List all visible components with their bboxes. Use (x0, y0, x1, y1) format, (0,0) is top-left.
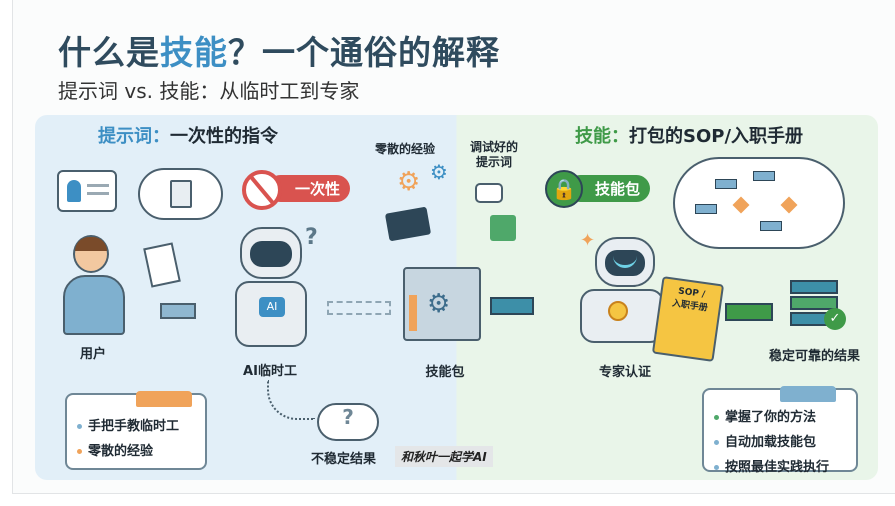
note-text: 掌握了你的方法 (725, 410, 817, 425)
lock-icon: 🔒 (545, 170, 583, 208)
sop-manual: SOP / 入职手册 (651, 276, 725, 362)
note-item: 自动加载技能包 (714, 431, 846, 450)
title-highlight: 技能 (160, 33, 228, 72)
chip-icon (490, 215, 516, 241)
chat-bubble-icon (475, 183, 503, 203)
ai-temp-robot-body: AI (235, 281, 307, 347)
expert-cert-label: 专家认证 (598, 365, 651, 380)
expert-robot-head (595, 237, 655, 287)
skill-note: 掌握了你的方法 自动加载技能包 按照最佳实践执行 (702, 386, 858, 475)
arrow-icon (490, 297, 534, 315)
profile-card-icon (57, 170, 117, 212)
note-item: 按照最佳实践执行 (714, 456, 846, 475)
arrow-icon (725, 303, 773, 321)
unstable-result-label: 不稳定结果 (311, 452, 377, 467)
unstable-cloud-icon: ? (317, 403, 379, 441)
prompt-heading: 提示词：一次性的指令 (98, 122, 278, 148)
paper-icon (143, 242, 181, 288)
user-avatar (73, 235, 109, 273)
gear-icon: ⚙ (430, 160, 448, 184)
note-item: 零散的经验 (77, 440, 195, 459)
heading-key: 提示词： (98, 126, 170, 147)
heading-key: 技能： (575, 126, 629, 147)
note-text: 手把手教临时工 (88, 419, 180, 434)
note-item: 掌握了你的方法 (714, 406, 846, 425)
user-body (63, 275, 125, 335)
note-text: 零散的经验 (88, 444, 154, 459)
note-text: 自动加载技能包 (725, 435, 817, 450)
dashed-arrow-icon (327, 301, 391, 315)
code-window-icon (384, 206, 432, 242)
no-clock-icon (242, 170, 282, 210)
scattered-experience-label: 零散的经验 (375, 142, 436, 156)
question-icon: ? (305, 225, 318, 250)
sparkle-icon: ✦ (580, 230, 596, 251)
dotted-arrow-icon (267, 380, 315, 420)
skill-package-box-icon: ⚙ (403, 267, 481, 341)
expert-robot-body (580, 289, 664, 343)
user-label: 用户 (79, 347, 106, 362)
tuned-prompt-label: 调试好的 提示词 (470, 140, 519, 169)
comparison-panel: 提示词：一次性的指令 技能：打包的SOP/入职手册 一次性 用户 ? AI AI… (35, 115, 878, 480)
prompt-note: 手把手教临时工 零散的经验 (65, 391, 207, 470)
flowchart-cloud-icon (673, 157, 845, 249)
skill-heading: 技能：打包的SOP/入职手册 (575, 122, 803, 148)
page-subtitle: 提示词 vs. 技能：从临时工到专家 (58, 79, 360, 103)
heading-rest: 一次性的指令 (170, 126, 278, 147)
ai-temp-label: AI临时工 (243, 364, 297, 379)
stable-result-label: 稳定可靠的结果 (768, 349, 860, 364)
note-item: 手把手教临时工 (77, 415, 195, 434)
stable-stack-icon: ✓ (790, 280, 846, 330)
document-cloud-icon (138, 168, 223, 220)
heading-rest: 打包的SOP/入职手册 (629, 126, 804, 147)
page-title: 什么是技能？一个通俗的解释 (58, 26, 500, 74)
note-text: 按照最佳实践执行 (725, 460, 830, 475)
gear-icon: ⚙ (397, 167, 421, 197)
ai-temp-robot-head (240, 227, 302, 279)
skill-package-label: 技能包 (425, 365, 465, 380)
watermark: 和秋叶一起学AI (395, 446, 493, 467)
arrow-icon (160, 303, 196, 319)
title-part: 什么是 (58, 33, 160, 72)
title-part: ？一个通俗的解释 (228, 33, 500, 72)
clip-icon (780, 386, 836, 402)
clip-icon (136, 391, 192, 407)
